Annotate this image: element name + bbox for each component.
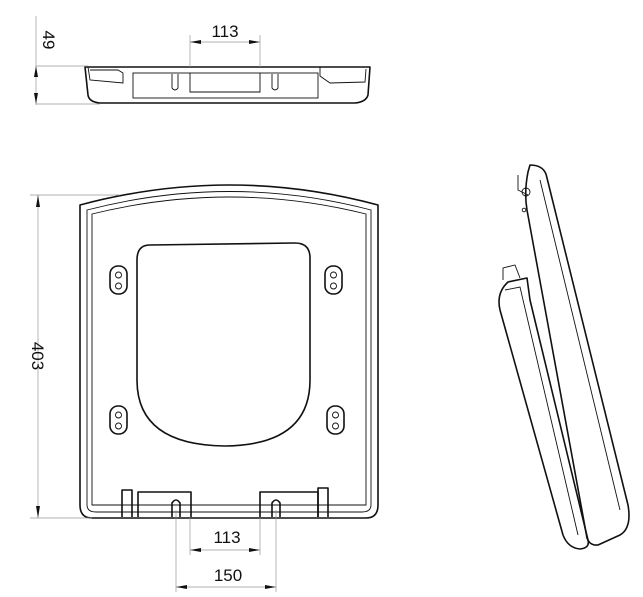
dimension-label-49: 49 <box>39 31 58 50</box>
side-view <box>498 164 630 550</box>
seat-ring <box>498 277 590 550</box>
dimension-label-403: 403 <box>28 342 47 370</box>
front-view: 403 113 150 <box>28 184 379 592</box>
hinge-blocks <box>121 487 329 517</box>
lid <box>524 164 630 546</box>
dimension-label-113-top: 113 <box>211 22 238 41</box>
dimension-label-113-front: 113 <box>213 528 240 547</box>
seat-opening <box>136 242 311 447</box>
screw-slots <box>109 265 345 435</box>
dimension-label-150: 150 <box>214 566 242 585</box>
top-view: 113 49 <box>34 16 371 105</box>
